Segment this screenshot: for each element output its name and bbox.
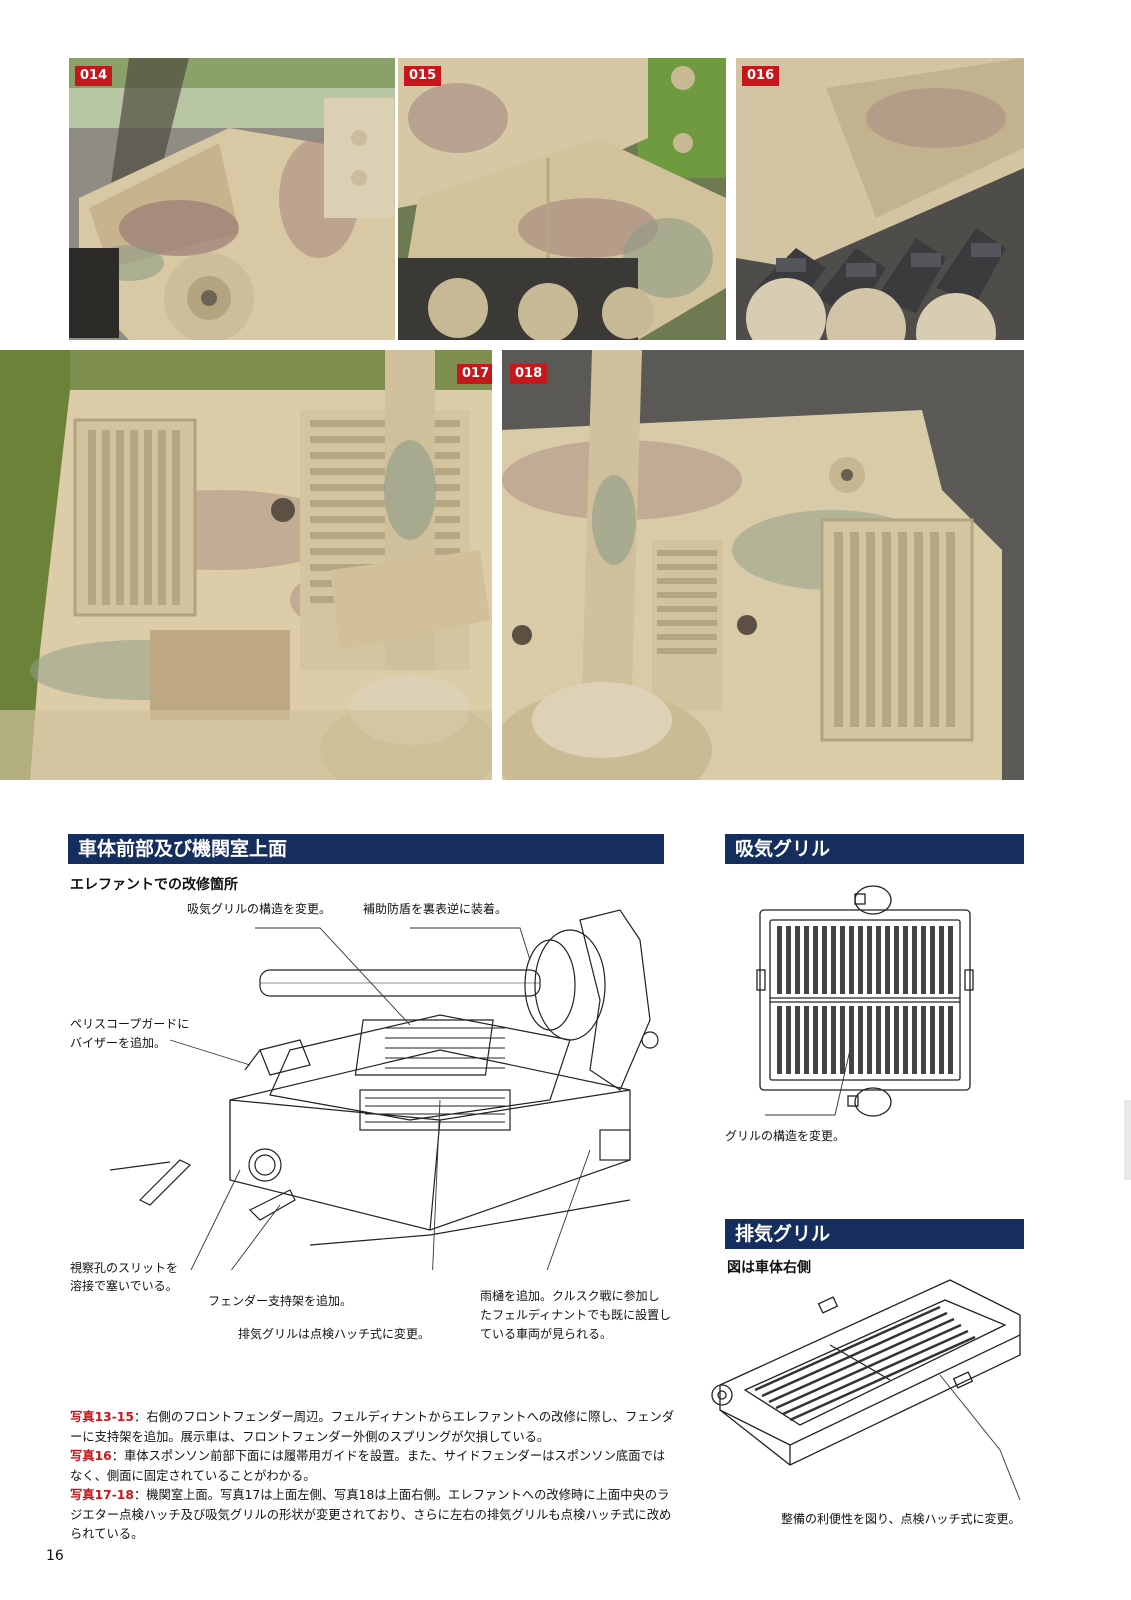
callout-exhaust-grille: 排気グリルは点検ハッチ式に変更。 [238,1327,431,1341]
photo-015-image [398,58,726,340]
callout-exhaust-hatch: 整備の利便性を図り、点検ハッチ式に変更。 [781,1512,1021,1526]
callout-gutter-1: 雨樋を追加。クルスク戦に参加し [480,1289,660,1303]
callout-periscope-1: ペリスコープガードに [70,1017,190,1031]
callout-intake-structure: グリルの構造を変更。 [725,1129,846,1143]
section-subtitle-exhaust: 図は車体右側 [727,1260,811,1276]
callout-intake-grille: 吸気グリルの構造を変更。 [187,902,332,916]
photo-captions: 写真13-15：右側のフロントフェンダー周辺。フェルディナントからエレファントへ… [70,1408,675,1545]
photo-015: 015 [398,58,726,340]
section-title-hull-front: 車体前部及び機関室上面 [68,834,664,864]
exhaust-grille-drawing [711,1279,1021,1501]
page-number: 16 [46,1548,64,1564]
caption-text-13-15: ：右側のフロントフェンダー周辺。フェルディナントからエレファントへの改修に際し、… [70,1410,675,1444]
callout-aux-shield: 補助防盾を裏表逆に装着。 [363,902,508,916]
caption-label-13-15: 写真13-15 [70,1410,134,1424]
engine-deck-drawing [110,909,659,1270]
callout-vision-2: 溶接で塞いでいる。 [70,1279,178,1293]
caption-text-17-18: ：機関室上面。写真17は上面左側、写真18は上面右側。エレファントへの改修時に上… [70,1488,672,1541]
section-subtitle-modifications: エレファントでの改修箇所 [70,877,238,893]
caption-text-16: ：車体スポンソン前部下面には履帯用ガイドを設置。また、サイドフェンダーはスポンソ… [70,1449,666,1483]
photo-016: 016 [736,58,1024,340]
callout-vision-1: 視察孔のスリットを [70,1261,179,1275]
callout-gutter-2: たフェルディナントでも既に設置し [480,1308,672,1322]
callout-gutter-3: ている車両が見られる。 [480,1327,613,1341]
photo-018: 018 [502,350,1024,780]
page-edge-tab [1124,1100,1131,1180]
intake-grille-drawing [756,885,974,1117]
caption-label-17-18: 写真17-18 [70,1488,134,1502]
photo-016-badge: 016 [742,66,780,86]
caption-label-16: 写真16 [70,1449,112,1463]
callout-periscope-2: バイザーを追加。 [70,1036,167,1050]
photo-018-badge: 018 [510,364,548,384]
section-title-intake: 吸気グリル [725,834,1024,864]
photo-018-image [502,350,1024,780]
photo-017-badge: 017 [457,364,492,384]
photo-017-image [0,350,492,780]
section-title-exhaust: 排気グリル [725,1219,1024,1249]
photo-014-image [69,58,395,340]
photo-016-image [736,58,1024,340]
callout-fender-support: フェンダー支持架を追加。 [208,1294,353,1308]
photo-017: 017 [0,350,492,780]
photo-014-badge: 014 [75,66,113,86]
photo-015-badge: 015 [404,66,442,86]
photo-014: 014 [69,58,395,340]
